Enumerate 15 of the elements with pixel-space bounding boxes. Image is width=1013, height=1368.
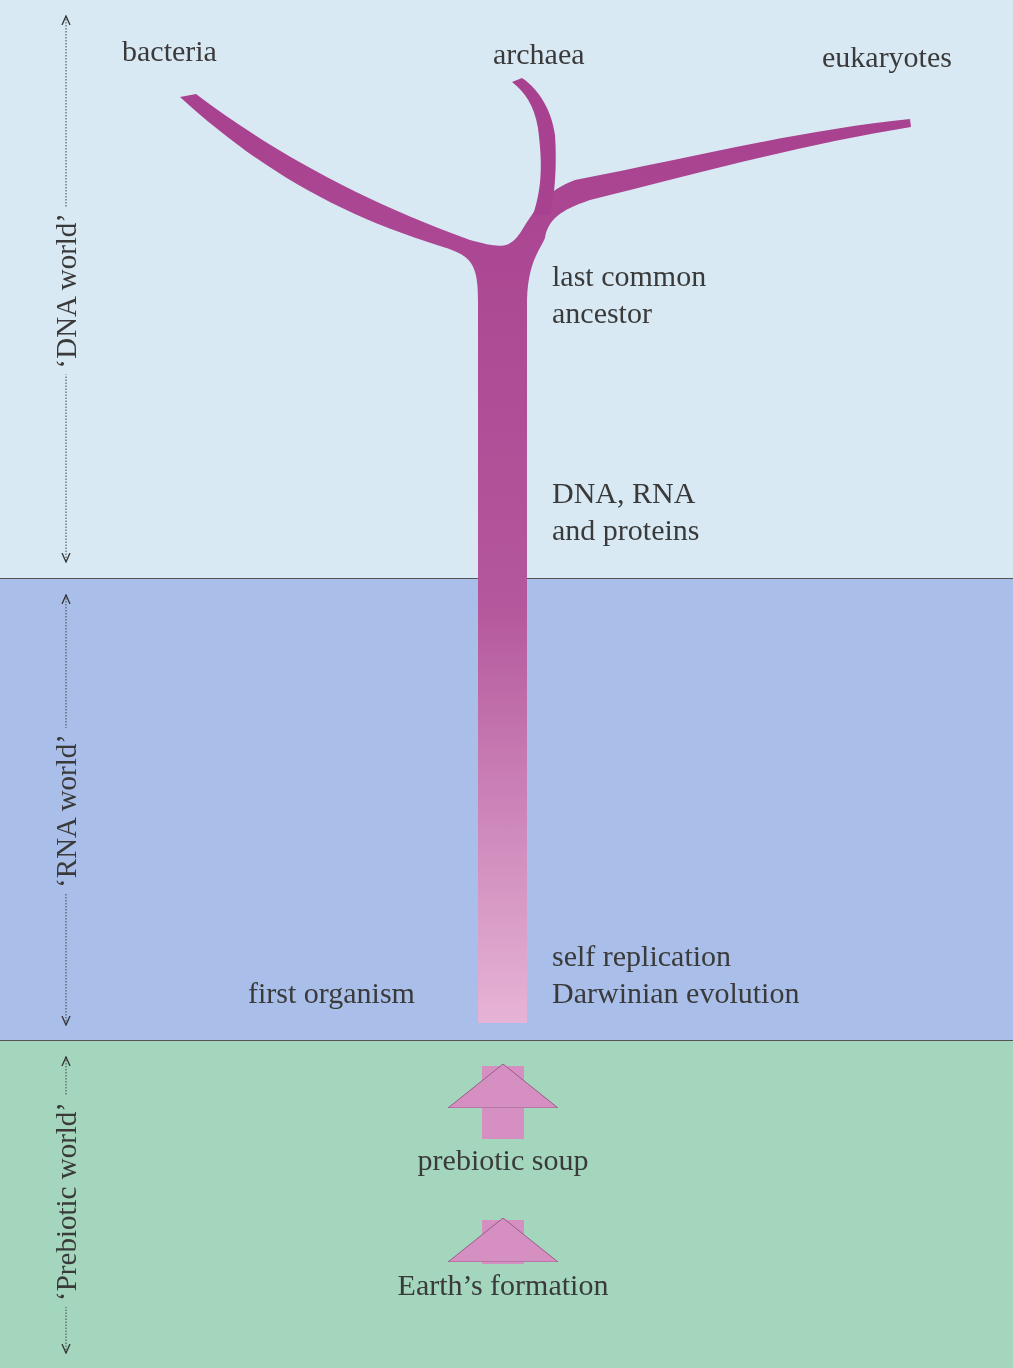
annotation: DNA, RNA and proteins (552, 475, 701, 548)
annotation: first organism (248, 975, 416, 1011)
stage-label: Earth’s formation (397, 1266, 609, 1303)
annotation: last common ancestor (552, 258, 708, 331)
era-band (0, 0, 1013, 578)
annotation: self replication Darwinian evolution (552, 938, 801, 1011)
stage-label: prebiotic soup (417, 1141, 589, 1178)
branch-label: eukaryotes (822, 39, 953, 75)
block-arrow (447, 1217, 559, 1264)
era-band (0, 578, 1013, 1041)
block-arrow (447, 1063, 559, 1139)
branch-label: bacteria (122, 33, 218, 69)
era-band (0, 1040, 1013, 1368)
tree-drawing (180, 78, 911, 1023)
branch-label: archaea (493, 36, 586, 72)
